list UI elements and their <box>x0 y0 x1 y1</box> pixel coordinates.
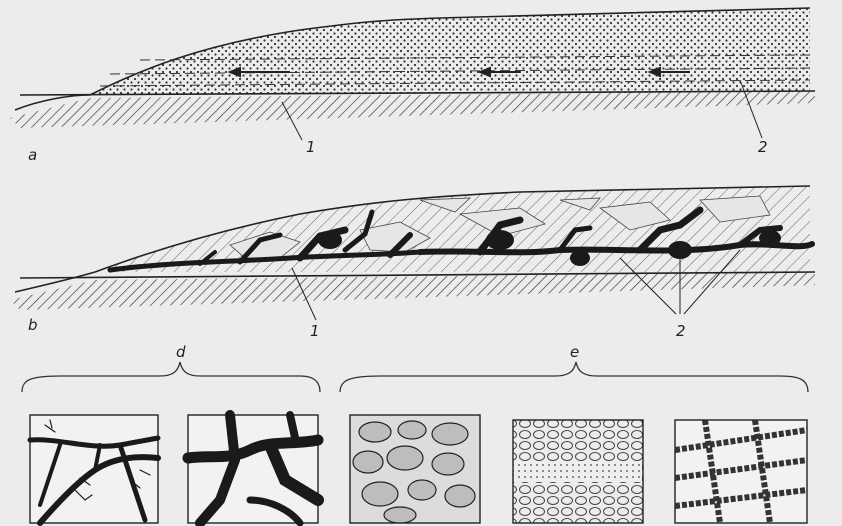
texture-box-1 <box>30 415 158 523</box>
panel-label-a: a <box>28 146 37 164</box>
panel-a: a 1 2 <box>10 8 815 164</box>
panel-label-b: b <box>28 316 38 334</box>
group-label-e: e <box>570 343 579 361</box>
texture-box-4 <box>513 420 643 523</box>
brace-e <box>340 362 808 392</box>
texture-box-5 <box>675 420 807 523</box>
group-braces <box>22 362 808 392</box>
callout-a-1: 1 <box>306 138 316 156</box>
callout-b-1: 1 <box>310 322 320 340</box>
bedrock-hatch-a <box>10 91 815 128</box>
group-label-d: d <box>176 343 186 361</box>
brace-d <box>22 362 320 392</box>
callout-b-2: 2 <box>676 322 686 340</box>
callout-a-2: 2 <box>758 138 768 156</box>
texture-box-2 <box>188 415 318 523</box>
texture-box-3 <box>350 415 480 523</box>
panel-b: b 1 2 <box>10 186 815 340</box>
